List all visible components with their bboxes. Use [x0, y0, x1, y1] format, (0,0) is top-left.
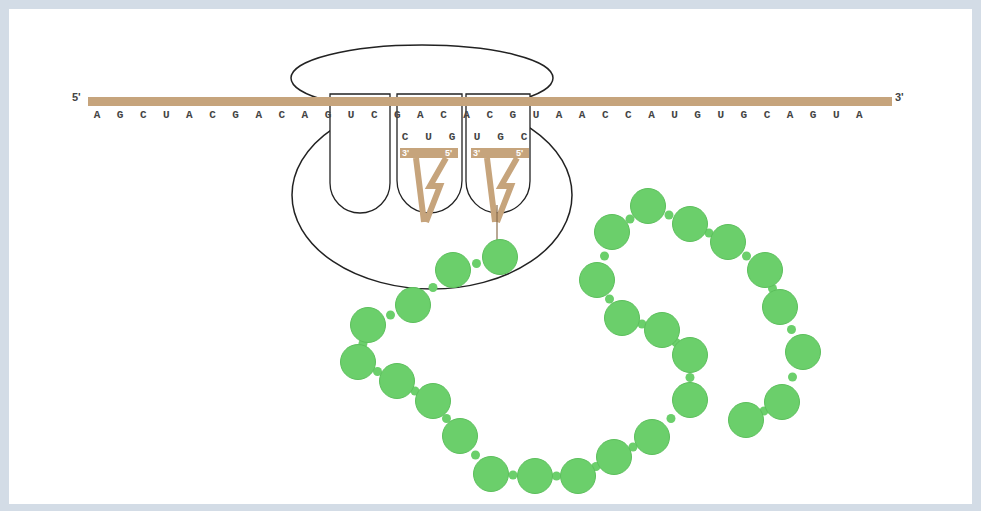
mrna-sequence: A G C U A C G A C A G U C G A C A C G U …: [94, 110, 868, 121]
peptide-bond: [605, 295, 614, 304]
peptide-bond: [787, 325, 796, 334]
amino-acid: [786, 335, 821, 370]
amino-acid: [597, 440, 632, 475]
trna: [471, 148, 529, 222]
peptide-bond: [472, 259, 481, 268]
trna-bar: [471, 148, 529, 158]
amino-acid: [396, 288, 431, 323]
amino-acid: [341, 345, 376, 380]
peptide-bond: [667, 414, 676, 423]
peptide-bond: [665, 211, 674, 220]
peptide-bond: [552, 472, 561, 481]
peptide-bond: [600, 252, 609, 261]
amino-acid: [580, 263, 615, 298]
panel: [9, 9, 972, 504]
amino-acid: [443, 419, 478, 454]
peptide-bond: [429, 283, 438, 292]
amino-acid: [595, 215, 630, 250]
anticodon: U G C: [474, 132, 533, 143]
amino-acid: [483, 240, 518, 275]
amino-acid: [416, 384, 451, 419]
amino-acid: [351, 308, 386, 343]
amino-acid: [748, 253, 783, 288]
trna-bar: [400, 148, 458, 158]
peptide-bond: [386, 311, 395, 320]
peptide-bond: [509, 471, 518, 480]
trna-stem: [416, 158, 424, 222]
amino-acid: [518, 459, 553, 494]
peptide-bond: [686, 373, 695, 382]
amino-acid: [765, 385, 800, 420]
trna-stem: [487, 158, 495, 222]
amino-acid: [673, 207, 708, 242]
amino-acid: [711, 225, 746, 260]
amino-acid: [631, 189, 666, 224]
trna-arm: [426, 158, 446, 222]
amino-acid: [380, 364, 415, 399]
amino-acid: [605, 301, 640, 336]
trna-arm: [497, 158, 517, 222]
amino-acid: [673, 383, 708, 418]
peptide-bond: [471, 451, 480, 460]
trna-end-label: 3': [473, 149, 480, 158]
amino-acid: [474, 457, 509, 492]
peptide-bond: [788, 373, 797, 382]
amino-acid: [635, 420, 670, 455]
trna-end-label: 3': [402, 149, 409, 158]
amino-acid: [561, 459, 596, 494]
amino-acid: [763, 290, 798, 325]
anticodon: C U G: [402, 132, 461, 143]
peptide-bond-link: [496, 205, 497, 242]
polypeptide-chain: [341, 189, 821, 494]
amino-acid: [729, 403, 764, 438]
trna: [400, 148, 458, 222]
amino-acid: [645, 313, 680, 348]
strand-end-label: 5': [72, 92, 81, 103]
trna-group: [400, 148, 529, 222]
trna-end-label: 5': [516, 149, 523, 158]
amino-acid: [673, 338, 708, 373]
strand-end-label: 3': [895, 92, 904, 103]
trna-end-label: 5': [445, 149, 452, 158]
peptide-bond: [742, 252, 751, 261]
mrna-strand: [88, 97, 892, 106]
amino-acid: [436, 253, 471, 288]
